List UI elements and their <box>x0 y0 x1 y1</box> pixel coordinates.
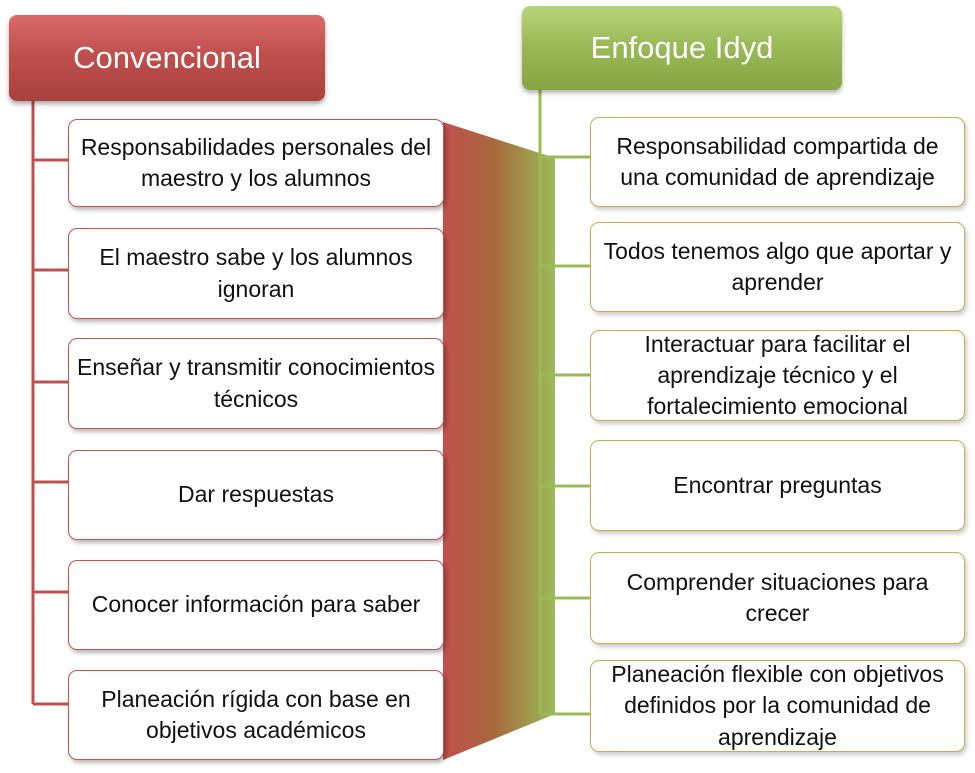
right-item-4: Encontrar preguntas <box>590 440 965 531</box>
right-item-5: Comprender situaciones para crecer <box>590 552 965 644</box>
transition-band <box>443 122 555 760</box>
left-item-6: Planeación rígida con base en objetivos … <box>68 670 444 760</box>
left-item-3: Enseñar y transmitir conocimientos técni… <box>68 338 444 429</box>
right-item-6: Planeación flexible con objetivos defini… <box>590 660 965 752</box>
left-tree-lines <box>31 100 68 706</box>
right-item-1: Responsabilidad compartida de una comuni… <box>590 117 965 207</box>
left-item-1: Responsabilidades personales del maestro… <box>68 119 444 207</box>
left-item-4: Dar respuestas <box>68 450 444 540</box>
left-item-5: Conocer información para saber <box>68 560 444 650</box>
right-item-3: Interactuar para facilitar el aprendizaj… <box>590 330 965 421</box>
right-item-2: Todos tenemos algo que aportar y aprende… <box>590 222 965 312</box>
left-item-2: El maestro sabe y los alumnos ignoran <box>68 228 444 319</box>
enfoque-idyd-header: Enfoque Idyd <box>522 6 842 90</box>
right-tree-lines <box>538 89 590 716</box>
convencional-header: Convencional <box>9 15 325 101</box>
